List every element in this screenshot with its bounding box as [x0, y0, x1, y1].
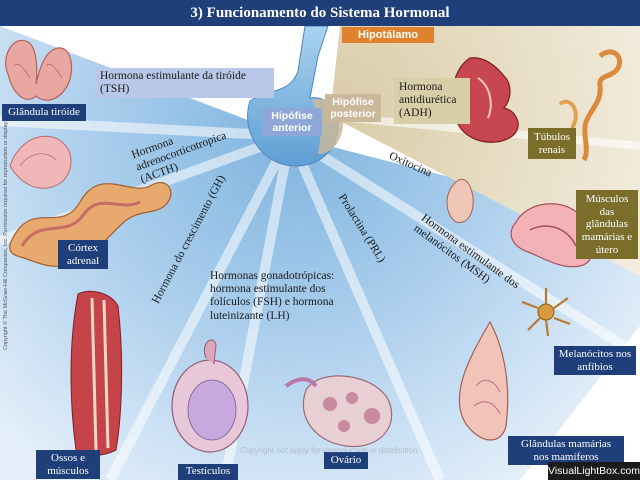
thyroid-gland-illustration — [5, 39, 73, 101]
anterior-pituitary-label: Hipófise anterior — [262, 108, 322, 137]
posterior-pituitary-label: Hipófise posterior — [325, 94, 381, 123]
ovary-illustration — [284, 375, 393, 448]
watermark-badge: VisualLightBox.com — [548, 462, 640, 480]
bone-muscle-illustration — [70, 290, 123, 456]
bones-target-label: Ossos e músculos — [36, 450, 100, 480]
mammary-muscle-illustration — [446, 178, 474, 223]
faint-watermark: Copyright not apply for reproduction or … — [240, 446, 418, 455]
mammary-target-label: Glândulas mamárias nos mamíferos — [508, 436, 624, 466]
adh-label: Hormona antidiurética (ADH) — [394, 78, 470, 124]
ovary-target-label: Ovário — [324, 452, 368, 469]
adrenal-target-label: Córtex adrenal — [58, 240, 108, 270]
testes-target-label: Testículos — [178, 464, 238, 480]
testes-illustration — [171, 339, 249, 453]
copyright-notice: Copyright © The McGraw-Hill Companies, I… — [3, 120, 9, 350]
tubules-target-label: Túbulos renais — [528, 128, 576, 160]
adrenal-gland-illustration — [9, 135, 72, 189]
mammary-gland-illustration — [458, 320, 509, 441]
page-title: 3) Funcionamento do Sistema Hormonal — [0, 0, 640, 26]
thyroid-target-label: Glândula tiróide — [2, 104, 86, 121]
melanocyte-illustration — [521, 288, 571, 337]
melanocyte-target-label: Melanócitos nos anfíbios — [554, 346, 636, 376]
hypothalamus-label: Hipotálamo — [342, 27, 434, 43]
adrenal-cortex-illustration — [9, 182, 172, 267]
gonadotropic-label: Hormonas gonadotrópicas: hormona estimul… — [210, 270, 335, 322]
muscles-uterus-target-label: Músculos das glândulas mamárias e útero — [576, 190, 638, 260]
tsh-label: Hormona estimulante da tiróide (TSH) — [96, 68, 274, 99]
uterus-illustration — [510, 203, 594, 268]
